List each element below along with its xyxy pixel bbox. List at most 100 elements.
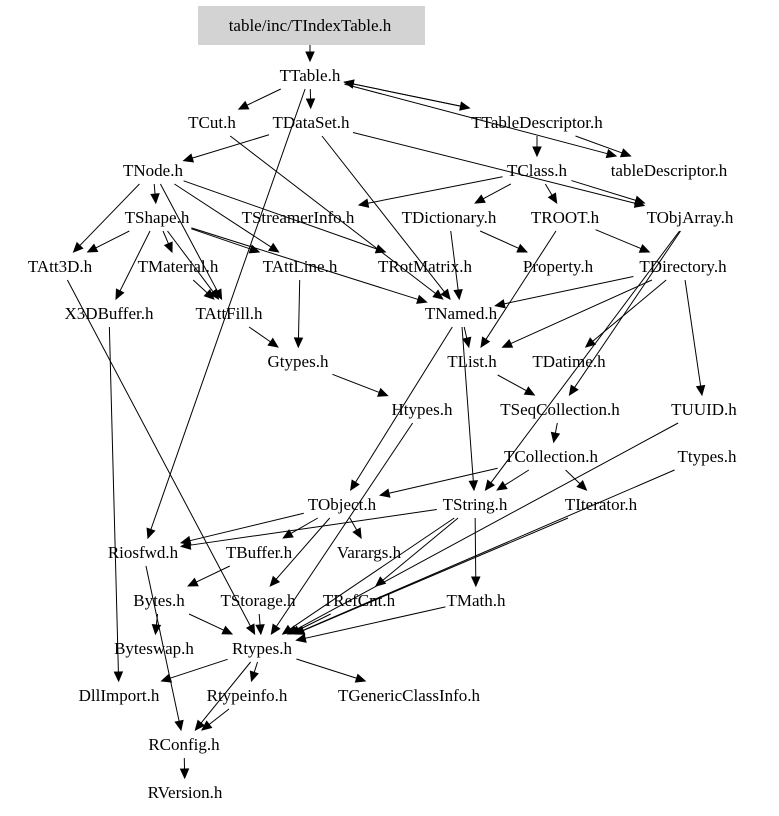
graph-node-TRotMatrix[interactable]: TRotMatrix.h (378, 257, 472, 276)
graph-node-Byteswap[interactable]: Byteswap.h (114, 639, 194, 658)
graph-node-TNamed[interactable]: TNamed.h (425, 304, 498, 323)
graph-node-TCollection[interactable]: TCollection.h (504, 447, 598, 466)
graph-node-TSeqCollection[interactable]: TSeqCollection.h (500, 400, 620, 419)
node-label: Riosfwd.h (108, 543, 179, 562)
graph-node-TIterator[interactable]: TIterator.h (565, 495, 638, 514)
arrowhead-icon (179, 540, 192, 550)
edge-TShape-to-TNamed (191, 227, 419, 300)
edges-layer (66, 39, 706, 780)
graph-node-Rtypes[interactable]: Rtypes.h (232, 639, 292, 658)
arrowhead-icon (432, 289, 444, 300)
node-label: Gtypes.h (268, 352, 329, 371)
graph-node-TCut[interactable]: TCut.h (188, 113, 236, 132)
arrowhead-icon (638, 243, 651, 253)
graph-node-TTableDescriptor[interactable]: TTableDescriptor.h (471, 113, 603, 132)
edge-Htypes-to-Rtypes (275, 422, 414, 627)
arrowhead-icon (194, 719, 206, 731)
node-label: TDirectory.h (639, 257, 727, 276)
graph-node-TTable[interactable]: TTable.h (280, 66, 341, 85)
arrowhead-icon (267, 337, 279, 348)
node-label: TString.h (443, 495, 508, 514)
edge-Gtypes-to-Htypes (332, 373, 380, 393)
arrowhead-icon (532, 146, 542, 158)
edge-TNode-to-TRotMatrix (183, 180, 378, 250)
graph-node-TDictionary[interactable]: TDictionary.h (402, 208, 497, 227)
graph-node-RConfig[interactable]: RConfig.h (148, 735, 220, 754)
graph-node-TDirectory[interactable]: TDirectory.h (639, 257, 727, 276)
graph-node-DllImport[interactable]: DllImport.h (79, 686, 160, 705)
graph-node-TList[interactable]: TList.h (447, 352, 497, 371)
arrowhead-icon (151, 624, 162, 636)
graph-node-TAtt3D[interactable]: TAtt3D.h (28, 257, 93, 276)
edge-TAttLine-to-Gtypes (297, 279, 301, 339)
graph-node-TStorage[interactable]: TStorage.h (220, 591, 296, 610)
arrowhead-icon (72, 241, 84, 253)
node-label: DllImport.h (79, 686, 160, 705)
arrowhead-icon (523, 386, 536, 396)
arrowhead-icon (494, 299, 506, 309)
graph-node-TMaterial[interactable]: TMaterial.h (138, 257, 219, 276)
edge-TNode-to-TAtt3D (79, 183, 140, 246)
edge-TClass-to-TStreamerInfo (367, 176, 503, 204)
graph-node-TDatime[interactable]: TDatime.h (532, 352, 606, 371)
node-label: TList.h (447, 352, 497, 371)
edge-TNamed-to-TObject (355, 326, 453, 483)
graph-node-TStreamerInfo[interactable]: TStreamerInfo.h (242, 208, 355, 227)
graph-node-TNode[interactable]: TNode.h (123, 161, 183, 180)
graph-node-root[interactable]: table/inc/TIndexTable.h (198, 6, 425, 45)
edge-Bytes-to-Rtypes (188, 613, 225, 631)
arrowhead-icon (468, 480, 479, 492)
graph-node-TString[interactable]: TString.h (443, 495, 508, 514)
graph-node-TMath[interactable]: TMath.h (446, 591, 506, 610)
graph-node-TClass[interactable]: TClass.h (507, 161, 567, 180)
edge-TNode-to-TAttLine (174, 183, 272, 248)
arrowhead-icon (182, 153, 195, 163)
graph-node-Rtypeinfo[interactable]: Rtypeinfo.h (207, 686, 288, 705)
arrowhead-icon (633, 195, 646, 205)
node-label: tableDescriptor.h (611, 161, 728, 180)
graph-node-TShape[interactable]: TShape.h (125, 208, 190, 227)
arrowhead-icon (440, 288, 451, 300)
arrowhead-icon (86, 243, 99, 253)
arrowhead-icon (269, 575, 281, 587)
graph-node-RVersion[interactable]: RVersion.h (148, 783, 223, 802)
arrowhead-icon (484, 479, 496, 491)
edge-TIterator-to-Rtypes (303, 517, 569, 631)
edge-Rtypes-to-TGenericClassInfo (296, 658, 357, 679)
node-label: TROOT.h (531, 208, 600, 227)
graph-node-TRefCnt[interactable]: TRefCnt.h (323, 591, 396, 610)
graph-node-TROOT[interactable]: TROOT.h (531, 208, 600, 227)
edge-TDirectory-to-TNamed (504, 276, 634, 305)
graph-node-TAttLine[interactable]: TAttLine.h (263, 257, 338, 276)
graph-node-TDataSet[interactable]: TDataSet.h (273, 113, 350, 132)
arrowhead-icon (245, 623, 256, 636)
node-label: TRotMatrix.h (378, 257, 472, 276)
arrowhead-icon (374, 576, 387, 587)
arrowhead-icon (208, 288, 220, 300)
graph-node-Gtypes[interactable]: Gtypes.h (268, 352, 329, 371)
edge-TDataSet-to-TObjArray (352, 132, 636, 204)
edge-TClass-to-TObjArray (571, 180, 636, 201)
graph-node-Bytes[interactable]: Bytes.h (133, 591, 185, 610)
arrowhead-icon (305, 51, 315, 63)
graph-node-Property[interactable]: Property.h (523, 257, 594, 276)
graph-node-TBuffer[interactable]: TBuffer.h (226, 543, 293, 562)
graph-node-tableDescriptor[interactable]: tableDescriptor.h (611, 161, 728, 180)
graph-node-Riosfwd[interactable]: Riosfwd.h (108, 543, 179, 562)
node-label: TAttLine.h (263, 257, 338, 276)
graph-node-TAttFill[interactable]: TAttFill.h (195, 304, 263, 323)
graph-node-TUUID[interactable]: TUUID.h (671, 400, 737, 419)
graph-node-TObject[interactable]: TObject.h (308, 495, 377, 514)
node-label: TTableDescriptor.h (471, 113, 603, 132)
graph-node-Ttypes[interactable]: Ttypes.h (677, 447, 737, 466)
arrowhead-icon (270, 623, 281, 636)
graph-node-Htypes[interactable]: Htypes.h (392, 400, 453, 419)
edge-TClass-to-TDictionary (482, 183, 512, 200)
arrowhead-icon (695, 384, 706, 397)
graph-node-TObjArray[interactable]: TObjArray.h (647, 208, 734, 227)
graph-node-TGenericClassInfo[interactable]: TGenericClassInfo.h (338, 686, 481, 705)
graph-node-X3DBuffer[interactable]: X3DBuffer.h (65, 304, 154, 323)
edge-TTable-to-Riosfwd (150, 88, 306, 530)
graph-node-Varargs[interactable]: Varargs.h (337, 543, 402, 562)
edge-TUUID-to-Rtypes (295, 422, 679, 631)
